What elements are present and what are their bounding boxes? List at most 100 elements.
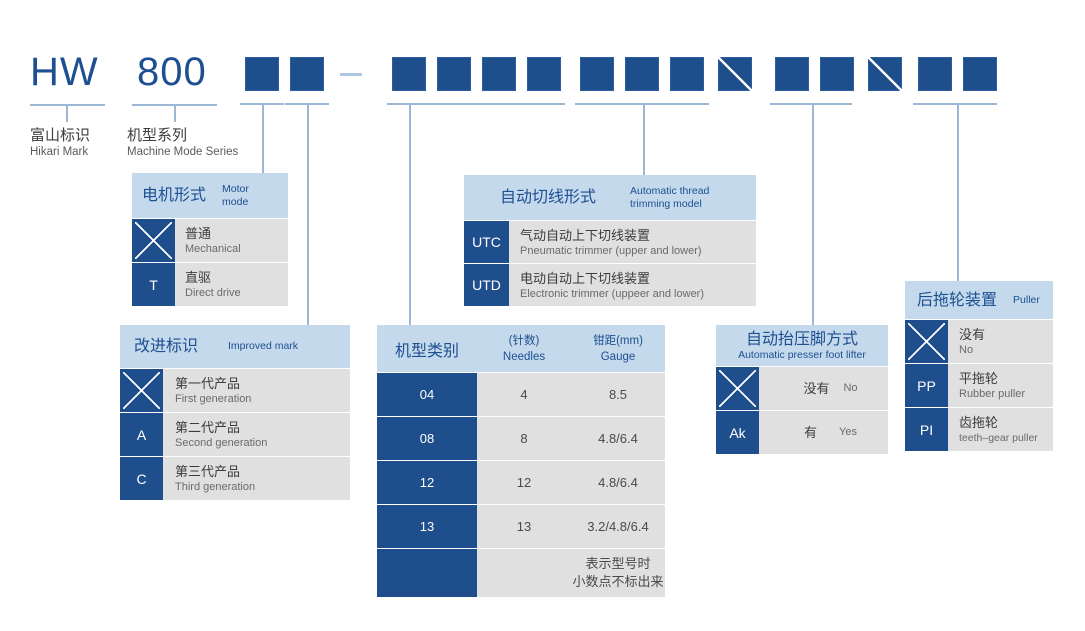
panel-thread-trimming: 自动切线形式 Automatic thread trimming model U… <box>464 175 756 306</box>
desc-third-generation-cn: 第三代产品 <box>175 464 241 479</box>
label-machine-series: 机型系列 Machine Mode Series <box>127 126 267 160</box>
desc-presser-no-en: No <box>843 382 858 394</box>
machine-type-col-needles-cn: (针数) <box>508 334 540 347</box>
machine-type-col-gauge-en: Gauge <box>600 350 636 363</box>
code-box-trim-3 <box>670 57 704 91</box>
table-row: 13 13 3.2/4.8/6.4 <box>377 505 665 548</box>
machine-type-col-gauge: 钳距(mm) Gauge <box>571 333 665 365</box>
desc-cell-direct-drive: 直驱 Direct drive <box>175 263 288 306</box>
label-machine-series-cn: 机型系列 <box>127 127 188 144</box>
desc-rubber-puller-cn: 平拖轮 <box>959 371 999 386</box>
panel-puller: 后拖轮装置 Puller 没有 No PP 平拖轮 Rubber puller … <box>905 281 1053 451</box>
panel-puller-header: 后拖轮装置 Puller <box>905 281 1053 319</box>
machine-type-gauge-04: 8.5 <box>608 386 628 402</box>
panel-improved-mark-title-en: Improved mark <box>228 340 299 352</box>
code-cell-c: C <box>120 457 163 500</box>
desc-mechanical-cn: 普通 <box>185 226 212 241</box>
desc-second-generation-cn: 第二代产品 <box>175 420 241 435</box>
connector-bar-puller <box>913 103 997 105</box>
label-hikari-mark-en: Hikari Mark <box>30 146 89 158</box>
panel-presser-foot-header: 自动抬压脚方式 Automatic presser foot lifter <box>716 325 888 366</box>
code-box-presser-2 <box>820 57 854 91</box>
code-cell-blank-x-puller <box>905 320 948 363</box>
machine-type-values-12: 12 4.8/6.4 <box>477 461 665 504</box>
code-separator-dash <box>340 73 362 76</box>
panel-motor-mode-title-en: Motor mode <box>222 182 249 208</box>
desc-third-generation-en: Third generation <box>175 481 256 493</box>
desc-teeth-gear-puller-en: teeth–gear puller <box>959 432 1038 444</box>
code-cell-utc: UTC <box>464 221 509 263</box>
machine-type-note-cells: 表示型号时 小数点不标出来 <box>477 549 665 597</box>
connector-bar-presser <box>770 103 852 105</box>
label-machine-series-en: Machine Mode Series <box>127 146 239 158</box>
code-box-type-1 <box>392 57 426 91</box>
panel-thread-trimming-row-utc: UTC 气动自动上下切线装置 Pneumatic trimmer (upper … <box>464 221 756 263</box>
panel-presser-foot: 自动抬压脚方式 Automatic presser foot lifter 没有… <box>716 325 888 454</box>
desc-puller-no-en: No <box>959 344 974 356</box>
panel-motor-mode: 电机形式 Motor mode 普通 Mechanical T 直驱 Direc… <box>132 173 288 306</box>
desc-first-generation-en: First generation <box>175 393 252 405</box>
machine-type-code-13: 13 <box>377 505 477 548</box>
code-box-trim-2 <box>625 57 659 91</box>
label-hikari-mark-cn: 富山标识 <box>30 127 91 144</box>
connector-line-trimming <box>643 103 645 175</box>
desc-direct-drive-en: Direct drive <box>185 287 241 299</box>
panel-presser-foot-row-no: 没有 No <box>716 367 888 410</box>
machine-type-needles-13: 13 <box>516 518 532 534</box>
connector-line-motor <box>262 103 264 173</box>
desc-mechanical-en: Mechanical <box>185 243 241 255</box>
code-cell-t: T <box>132 263 175 306</box>
brand-code: HW <box>30 50 99 94</box>
code-cell-ak: Ak <box>716 411 759 454</box>
machine-type-note-line1: 表示型号时 <box>585 556 651 571</box>
desc-cell-first-generation: 第一代产品 First generation <box>163 369 350 412</box>
machine-type-code-08: 08 <box>377 417 477 460</box>
panel-presser-foot-title-en: Automatic presser foot lifter <box>738 348 866 361</box>
panel-improved-mark: 改进标识 Improved mark 第一代产品 First generatio… <box>120 325 350 500</box>
code-cell-blank-x <box>132 219 175 262</box>
machine-type-col-needles-en: Needles <box>502 350 546 363</box>
table-row: 04 4 8.5 <box>377 373 665 416</box>
panel-machine-type-header: 机型类别 (针数) Needles 钳距(mm) Gauge <box>377 325 665 372</box>
code-box-presser-1 <box>775 57 809 91</box>
connector-line-presser <box>812 103 814 325</box>
machine-type-note-line2: 小数点不标出来 <box>572 574 664 589</box>
panel-improved-mark-row-first: 第一代产品 First generation <box>120 369 350 412</box>
panel-motor-mode-row-mechanical: 普通 Mechanical <box>132 219 288 262</box>
machine-type-col-gauge-cn: 钳距(mm) <box>593 334 643 347</box>
machine-type-code-blank <box>377 549 477 597</box>
desc-cell-second-generation: 第二代产品 Second generation <box>163 413 350 456</box>
desc-cell-electronic-trimmer: 电动自动上下切线装置 Electronic trimmer (uppeer an… <box>509 264 756 306</box>
desc-presser-no-cn: 没有 <box>803 381 830 396</box>
desc-cell-teeth-gear-puller: 齿拖轮 teeth–gear puller <box>948 408 1053 451</box>
panel-improved-mark-title-cn: 改进标识 <box>134 338 199 355</box>
series-code: 800 <box>137 50 207 94</box>
code-box-slash-1 <box>718 57 752 91</box>
desc-cell-pneumatic-trimmer: 气动自动上下切线装置 Pneumatic trimmer (upper and … <box>509 221 756 263</box>
code-cell-utd: UTD <box>464 264 509 306</box>
code-cell-a: A <box>120 413 163 456</box>
machine-type-col-needles: (针数) Needles <box>477 333 571 365</box>
table-row: 12 12 4.8/6.4 <box>377 461 665 504</box>
panel-presser-foot-title-cn: 自动抬压脚方式 <box>745 330 858 348</box>
code-cell-blank-x-presser <box>716 367 759 410</box>
desc-puller-no-cn: 没有 <box>959 327 986 342</box>
machine-type-gauge-08: 4.8/6.4 <box>598 430 638 446</box>
connector-line-puller <box>957 103 959 281</box>
code-box-improved <box>290 57 324 91</box>
panel-thread-trimming-title-en-1: Automatic thread <box>630 184 710 197</box>
machine-type-code-12: 12 <box>377 461 477 504</box>
panel-thread-trimming-header: 自动切线形式 Automatic thread trimming model <box>464 175 756 220</box>
panel-thread-trimming-title-en-2: trimming model <box>630 197 702 210</box>
desc-cell-presser-no: 没有 No <box>759 367 888 410</box>
code-cell-pp: PP <box>905 364 948 407</box>
machine-type-gauge-13: 3.2/4.8/6.4 <box>587 518 649 534</box>
connector-line-series <box>174 104 176 122</box>
code-cell-blank-x-gen <box>120 369 163 412</box>
code-box-type-3 <box>482 57 516 91</box>
desc-cell-puller-no: 没有 No <box>948 320 1053 363</box>
connector-bar-machine-type <box>387 103 565 105</box>
panel-motor-mode-header: 电机形式 Motor mode <box>132 173 288 218</box>
desc-rubber-puller-en: Rubber puller <box>959 388 1026 400</box>
